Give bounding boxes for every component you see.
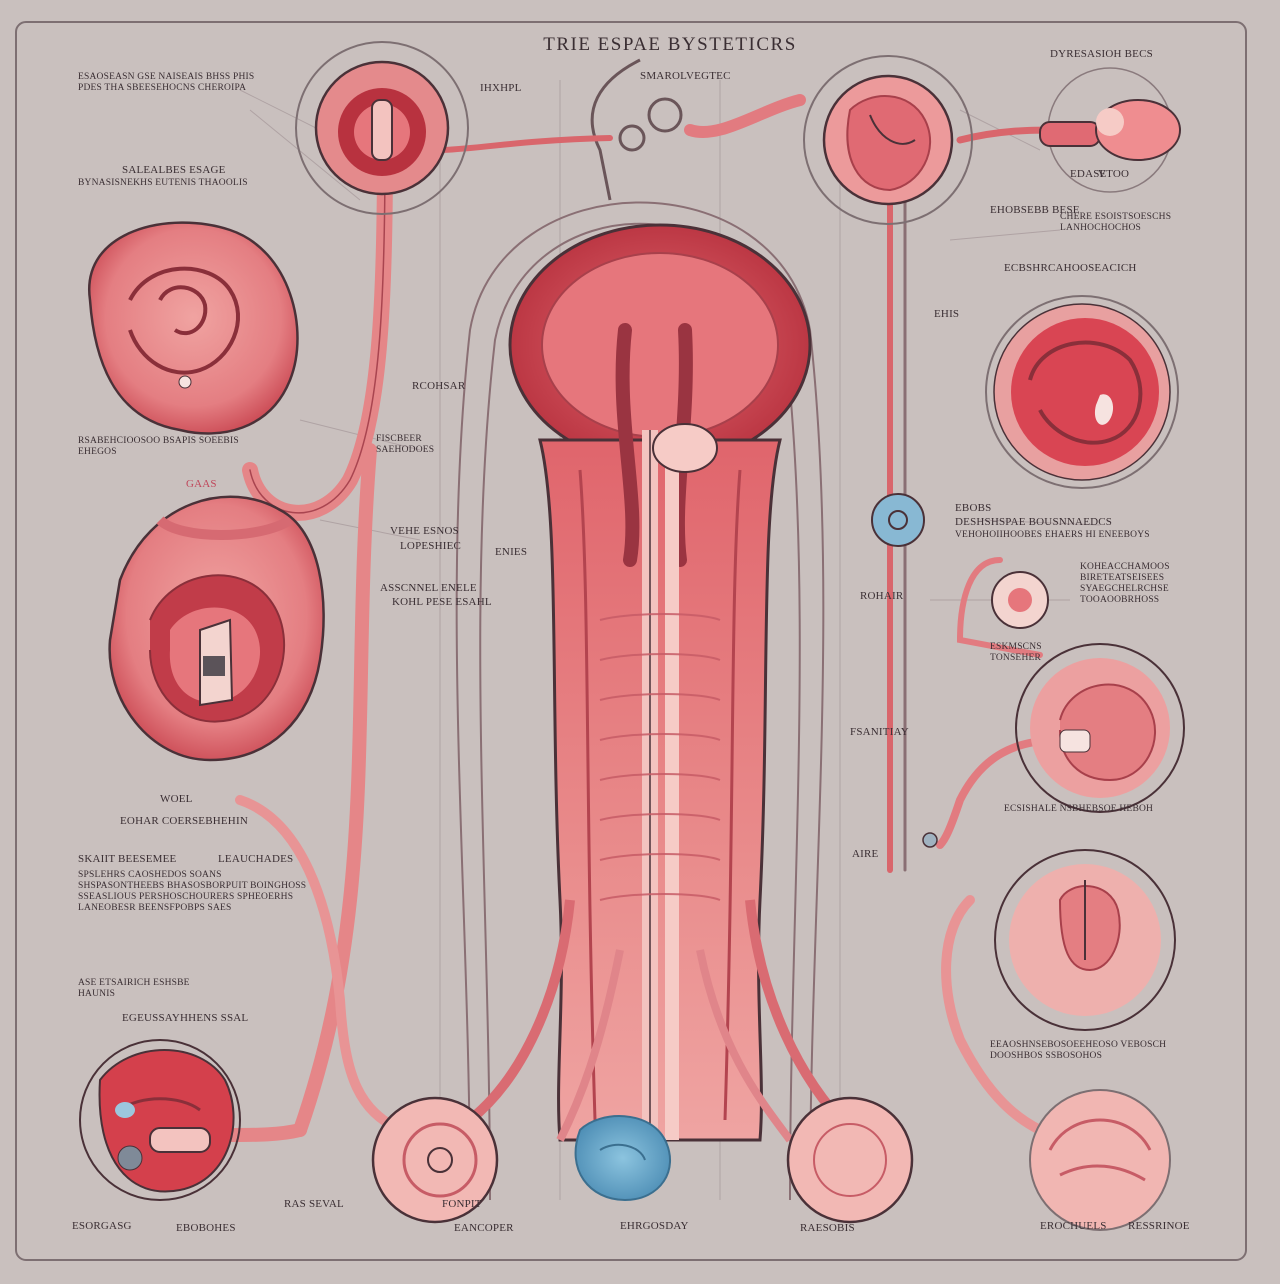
label-center-left-7: KOHL PESE ESAHL [392,596,492,608]
diagram-title: TRIE ESPAE BYSTETICRS [543,34,797,55]
label-left-bottom-1: EGEUSSAYHHENS SSAL [122,1012,249,1024]
label-bottom-4: RAESOBIS [800,1222,855,1234]
label-bottom-6: RESSRINOE [1128,1220,1190,1232]
label-left-lower-2: EOHAR COERSEBHEHIN [120,815,248,827]
diagram-frame [15,21,1247,1261]
label-right-12: FSANITIAY [850,726,909,738]
label-left-lower-3: SKAIIT BEESEMEE [78,853,177,865]
label-bottom-1: RAS SEVAL [284,1198,344,1210]
organ-left-middle [108,495,325,762]
label-right-8: VEHOHOIIHOOBES EHAERS HI ENEEBOYS [955,530,1150,540]
label-right-6: EBOBS [955,502,992,514]
label-red-note: GAAS [186,478,217,490]
label-left-block-1: SALEALBES ESAGE [122,164,226,176]
label-right-7: DESHSHSPAE BOUSNNAEDCS [955,516,1113,528]
organ-top-right [803,55,973,225]
label-left-paragraph: SPSLEHRS CAOSHEDOS SOANS SHSPASONTHEEBS … [78,870,307,913]
label-bottom-5: EROCHUELS [1040,1220,1107,1232]
label-right-10: KOHEACCHAMOOS BIRETEATSEISEES SYAEGCHELR… [1080,562,1170,605]
organ-right-middle [1015,643,1185,813]
label-left-header: ESAOSEASN GSE NAISEAIS BHSS PHIS PDES TH… [78,72,255,93]
label-left-mid: RSABEHCIOOSOO BSAPIS SOEEBIS EHEGOS [78,436,239,457]
organ-right-lower [994,849,1176,1031]
label-center-left-5: ENIES [495,546,528,558]
organ-right-upper [985,295,1179,489]
label-left-block-1b: BYNASISNEKHS EUTENIS THAOOLIS [78,178,248,188]
label-right-13: AIRE [852,848,879,860]
label-right-2: CHERE ESOISTSOESCHS LANHOCHOCHOS [1060,212,1172,233]
organ-bottom-right-center [786,1096,914,1224]
label-top-center: SMAROLVEGTEC [640,70,731,82]
label-center-left-2: FISCBEER SAEHODOES [376,434,435,455]
label-right-5: EHIS [934,308,960,320]
label-right-1: EHOBSEBB BESE [990,204,1080,216]
label-right-9: ROHAIR [860,590,904,602]
label-top-mid-left: IHXHPL [480,82,522,94]
label-right-3: EDASE [1070,168,1107,180]
label-bottom-3: EHRGOSDAY [620,1220,689,1232]
label-right-17: FONPIT [442,1198,482,1210]
label-center-left-4: LOPESHIEC [400,540,462,552]
small-node [922,832,938,848]
blue-node [871,493,925,547]
label-left-lower: WOEL [160,793,193,805]
label-top-right: DYRESASIOH BECS [1050,48,1153,60]
central-organ [455,58,854,1201]
label-right-11: ESKMSCNS TONSEHER [990,642,1042,663]
label-left-paragraph-2: ASE ETSAIRICH ESHSBE HAUNIS [78,978,190,999]
label-center-left-1: RCOHSAR [412,380,466,392]
label-left-bottom-3: EBOBOHES [176,1222,236,1234]
label-right-16: VTOO [1098,168,1130,180]
label-bottom-2: EANCOPER [454,1222,514,1234]
organ-top-left [295,41,469,215]
label-right-14: ECSISHALE NSBHEBSOE HEBOH [1004,804,1154,814]
label-right-4: ECBSHRCAHOOSEACICH [1004,262,1137,274]
label-left-bottom-2: ESORGASG [72,1220,132,1232]
organ-capsule [1039,67,1181,193]
organ-left-bottom [79,1039,241,1201]
organ-left-upper [88,221,299,435]
organ-right-bottom [1029,1089,1171,1231]
organ-right-small [991,571,1049,629]
label-center-left-6: ASSCNNEL ENELE [380,582,477,594]
organ-bottom-blue [574,1115,671,1202]
label-center-left-3: VEHE ESNOS [390,525,459,537]
organ-bottom-left-center [371,1096,499,1224]
label-right-15: EEAOSHNSEBOSOEEHEOSO VEBOSCH DOOSHBOS SS… [990,1040,1167,1061]
label-left-lower-3b: LEAUCHADES [218,853,294,865]
